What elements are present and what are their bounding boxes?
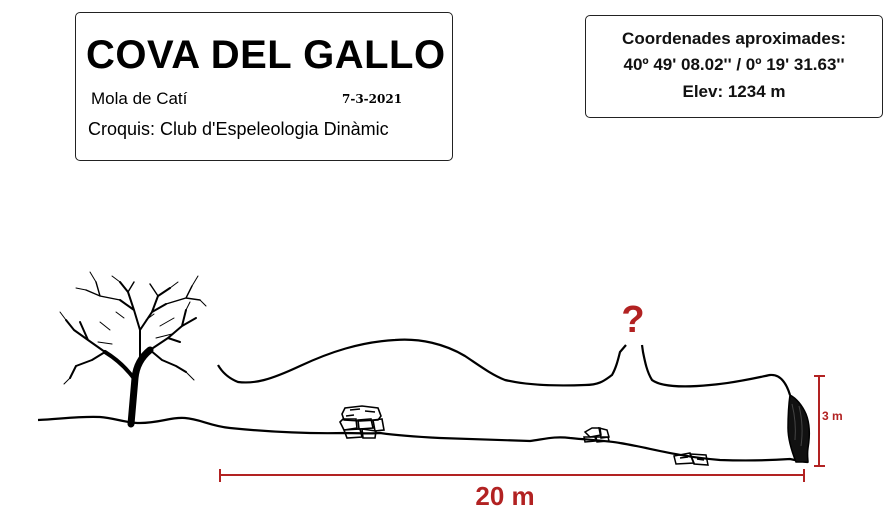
cave-title: COVA DEL GALLO xyxy=(86,33,446,77)
cave-ceiling xyxy=(217,338,627,387)
height-scale-label: 3 m xyxy=(822,409,843,423)
rock-pile-3 xyxy=(673,452,709,466)
rock-pile-2 xyxy=(583,426,610,443)
tree-icon xyxy=(59,271,207,428)
rock-pile-1 xyxy=(339,405,385,439)
coordinates-heading: Coordenades aproximades: xyxy=(622,29,846,48)
coordinates-latlon: 40º 49' 08.02'' / 0º 19' 31.63'' xyxy=(623,55,845,74)
coordinates-box: Coordenades aproximades: 40º 49' 08.02''… xyxy=(585,15,883,118)
cave-ceiling-right xyxy=(640,344,792,396)
height-scale-bar xyxy=(814,375,825,467)
length-scale-label: 20 m xyxy=(475,481,534,511)
length-scale-bar xyxy=(219,469,805,482)
location-label: Mola de Catí xyxy=(91,89,188,108)
cave-end-wall xyxy=(787,393,811,463)
title-box: COVA DEL GALLO Mola de Catí 7-3-2021 Cro… xyxy=(75,12,453,161)
coordinates-elevation: Elev: 1234 m xyxy=(682,82,786,101)
ground-line xyxy=(37,415,809,464)
unknown-passage-marker: ? xyxy=(621,299,644,341)
survey-date: 7-3-2021 xyxy=(342,92,403,106)
survey-credit: Croquis: Club d'Espeleologia Dinàmic xyxy=(88,119,389,139)
